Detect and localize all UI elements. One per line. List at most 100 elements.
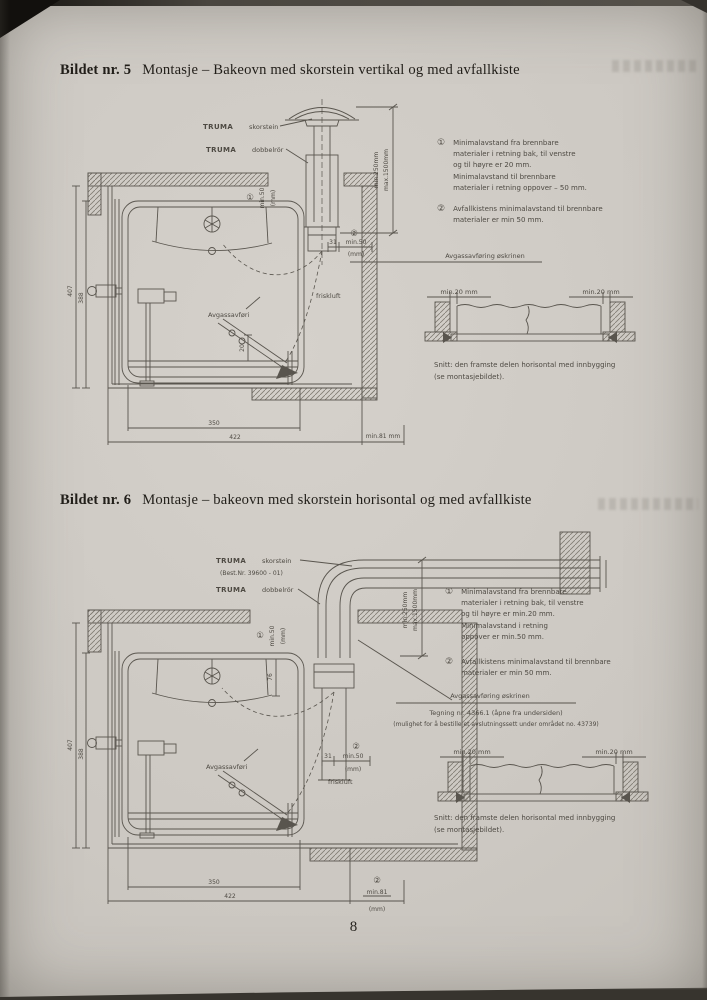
scan-bottom-edge [0, 987, 707, 1000]
dim-min50: min.50 [343, 753, 364, 760]
mulighet-label: (mulighet for å bestille et avslutningss… [393, 721, 598, 728]
dim-407: 407 [67, 285, 74, 297]
dim-min250: min.250mm [373, 152, 380, 189]
section-dim-right: min.20 mm [582, 288, 619, 296]
truma-brand: TRUMA [203, 123, 233, 131]
truma-bestnr-label: (Best.Nr. 39600 - 01) [220, 570, 283, 577]
fig5-clearance-2: ② 31 min.50 (mm) Avgassavføring øskrinen… [316, 229, 542, 300]
dim-mm: (mm) [280, 628, 287, 644]
fig6-title: Bildet nr. 6 Montasje – bakeovn med skors… [60, 492, 532, 509]
dim-min81: min.81 [367, 889, 388, 896]
fig5-oven [87, 199, 305, 385]
caption-line: (se montasjebildet). [434, 825, 505, 834]
dim-350: 350 [208, 879, 220, 886]
fig5-truma-callouts: TRUMA skorstein TRUMA dobbelrör [203, 118, 313, 164]
scan-right-shadow [702, 0, 707, 1000]
fig6-inner-labels: Avgassavføri friskluft [206, 748, 353, 786]
fig6-section-caption: Snitt: den framste delen horisontal med … [434, 813, 615, 836]
dim-31: 31 [329, 239, 337, 246]
truma-brand: TRUMA [206, 146, 236, 154]
dim-422: 422 [224, 893, 236, 900]
fig5-note-2: ② Avfallkistens minimalavstand til brenn… [437, 204, 603, 226]
dim-350: 350 [208, 420, 220, 427]
fig6-note-1: ① Minimalavstand fra brennbare materiale… [445, 587, 584, 643]
truma-skorstein-label: skorstein [262, 557, 291, 565]
dim-max1500: max.1500mm [412, 589, 419, 631]
section-dim-right: min.20 mm [595, 748, 632, 756]
note-marker: ① [445, 587, 454, 597]
fig5-chimney-dimension: min.250mm max.1500mm [340, 103, 398, 237]
friskluft-label: friskluft [316, 292, 341, 300]
fig6-oven: 76 [87, 651, 305, 837]
fig6-cross-section: min.20 mm min.20 mm [437, 748, 649, 803]
fig5-section-caption: Snitt: den framste delen horisontal med … [434, 360, 615, 383]
note-line: materialer i retning bak, til venstre [461, 599, 584, 608]
note-line: materialer er min 50 mm. [453, 216, 544, 225]
note2-marker: ② [350, 229, 358, 239]
dim-max1500: max.1500mm [383, 149, 390, 191]
note-line: og til høyre er 20 mm. [453, 161, 532, 170]
note-text: Minimalavstand fra brennbare materialer … [461, 587, 583, 643]
note-line: Minimalavstand i retning [461, 621, 548, 630]
fig6-clearance-2: ② 31 min.50 (mm) [321, 742, 371, 773]
fig5-flue-route [221, 242, 323, 362]
dim-388: 388 [78, 292, 85, 304]
fig5-outer-dims: 407 388 350 422 min.81 mm [67, 185, 405, 445]
dim-76: 76 [267, 673, 274, 681]
note-line: Avfallkistens minimalavstand til brennba… [453, 205, 603, 213]
friskluft-label: friskluft [328, 778, 353, 786]
tegning-label: Tegning nr. 4366.1 (åpne fra undersiden) [428, 708, 562, 717]
dim-388: 388 [78, 748, 85, 760]
truma-skorstein-label: skorstein [249, 123, 278, 131]
truma-dobbelror-label: dobbelrör [262, 586, 294, 594]
fig6-clearance-1: ① min.50 (mm) [256, 625, 287, 646]
fig6-drawing: min.250mm max.1500mm TRUMA skorstein (Be… [67, 531, 649, 913]
caption-line: Snitt: den framste delen horisontal med … [434, 361, 616, 369]
fig5-clearance-1: ① min.50 (mm) [246, 187, 277, 208]
dim-min50: min.50 [346, 239, 367, 246]
avgass-pointer-label: Avgassavføring øskrinen [450, 692, 530, 700]
note1-marker: ① [256, 631, 264, 641]
dim-mm: (mm) [369, 906, 385, 913]
dim-min50: min.50 [269, 625, 276, 646]
caption-line: Snitt: den framste delen horisontal med … [434, 814, 616, 822]
dim-mm: (mm) [345, 766, 361, 773]
note-marker: ② [437, 204, 446, 214]
scan-corner-shadow [0, 0, 60, 38]
fig6-truma-callouts: TRUMA skorstein (Best.Nr. 39600 - 01) TR… [216, 557, 353, 605]
note-text: Minimalavstand fra brennbare materialer … [453, 138, 587, 194]
section-dim-left: min.20 mm [440, 288, 477, 296]
caption-line: (se montasjebildet). [434, 372, 505, 381]
fig5-room [107, 186, 362, 389]
fig6-title-text: Montasje – bakeovn med skorstein horison… [142, 492, 532, 508]
avgass-inner-label: Avgassavføri [206, 763, 248, 771]
truma-brand: TRUMA [216, 557, 246, 565]
note-text: Avfallkistens minimalavstand til brennba… [453, 204, 603, 226]
note-marker: ① [437, 138, 446, 148]
section-dim-left: min.20 mm [453, 748, 490, 756]
fig6-exhaust-pointer: Avgassavføring øskrinen Tegning nr. 4366… [357, 639, 599, 728]
dim-407: 407 [67, 739, 74, 751]
note-line: Minimalavstand fra brennbare [453, 139, 559, 147]
fig6-burner [128, 740, 298, 839]
note-line: Avfallkistens minimalavstand til brennba… [461, 658, 611, 666]
dim-min81: min.81 mm [366, 433, 401, 440]
dim-31: 31 [324, 753, 332, 760]
fig5-drawing: min.250mm max.1500mm TRUMA skorstein TRU… [67, 99, 636, 445]
note-line: Minimalavstand fra brennbare [461, 588, 567, 596]
fig5-inner-dims: 20 Avgassavføri [208, 296, 261, 362]
note2-marker: ② [373, 876, 381, 886]
note-line: oppover er min.50 mm. [461, 632, 544, 641]
fig5-title-label: Bildet nr. 5 [60, 62, 132, 78]
dim-mm: (mm) [348, 251, 364, 258]
note-line: og til høyre er min.20 mm. [461, 610, 555, 619]
fig6-room [107, 623, 462, 849]
note-line: Minimalavstand til brennbare [453, 172, 556, 181]
fig6-title-label: Bildet nr. 6 [60, 492, 132, 508]
fig6-flue-route [221, 687, 335, 816]
dim-422: 422 [229, 434, 241, 441]
note-line: materialer i retning oppover – 50 mm. [453, 183, 587, 192]
note1-marker: ① [246, 193, 254, 203]
